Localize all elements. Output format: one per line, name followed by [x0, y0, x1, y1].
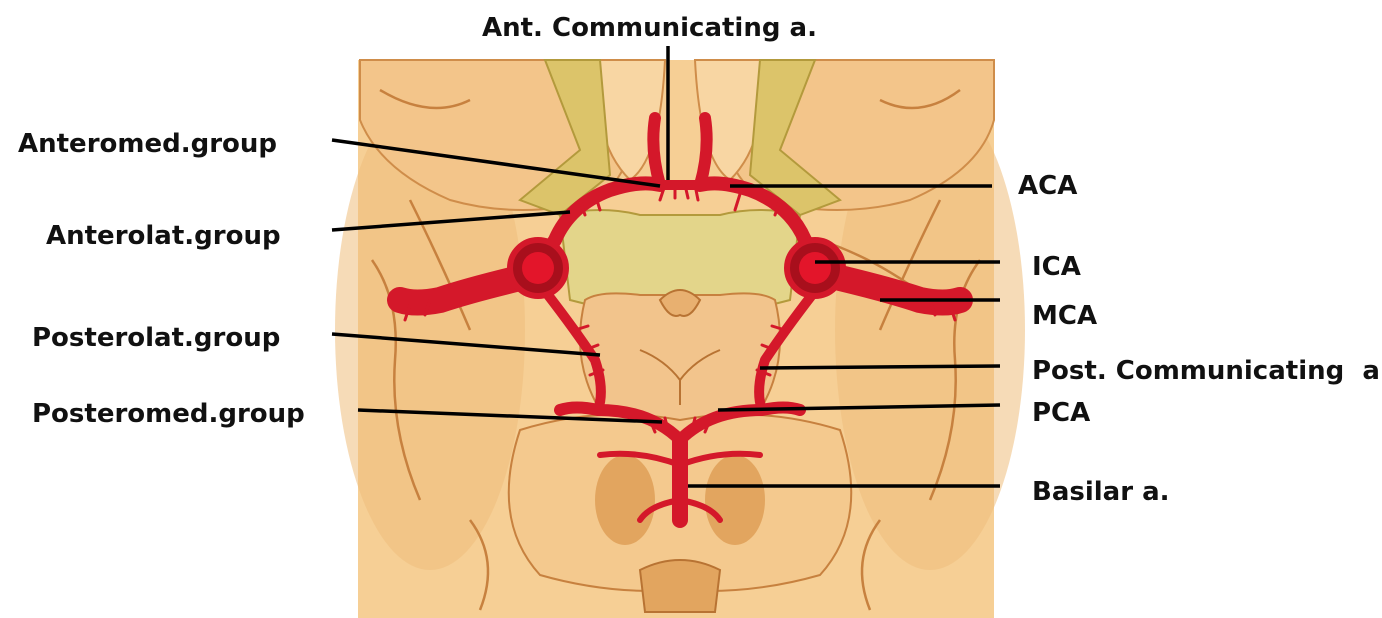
label-ant-communicating: Ant. Communicating a. — [482, 13, 817, 43]
label-posterolat-group: Posterolat.group — [32, 323, 280, 353]
brain-illustration — [335, 60, 1025, 618]
aca-ascending-right — [700, 118, 707, 185]
label-basilar: Basilar a. — [1032, 477, 1170, 507]
label-anterolat-group: Anterolat.group — [46, 221, 281, 251]
label-ica: ICA — [1032, 252, 1081, 282]
label-aca: ACA — [1018, 171, 1077, 201]
leader-post-communicating — [760, 366, 1000, 368]
label-anteromed-group: Anteromed.group — [18, 129, 277, 159]
label-post-communicating: Post. Communicating a. — [1032, 356, 1382, 386]
pons-shadow-left — [595, 455, 655, 545]
pons-shadow-right — [705, 455, 765, 545]
aca-ascending-left — [653, 118, 660, 185]
label-mca: MCA — [1032, 301, 1097, 331]
internal-carotid-left — [510, 240, 566, 296]
internal-carotid-right — [787, 240, 843, 296]
label-posteromed-group: Posteromed.group — [32, 399, 305, 429]
medulla — [640, 560, 720, 612]
label-pca: PCA — [1032, 398, 1090, 428]
